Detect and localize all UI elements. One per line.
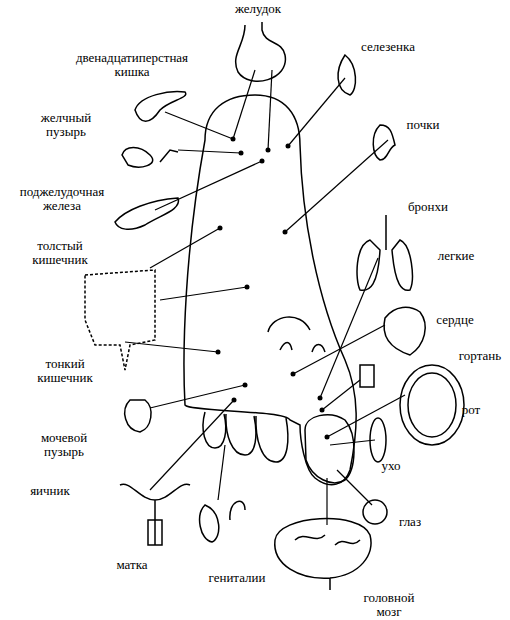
uterus-icon: [120, 484, 190, 545]
leader-line: [288, 78, 345, 146]
mouth-icon: [400, 365, 464, 445]
leader-line: [337, 470, 372, 505]
organ-label: почки: [407, 118, 440, 132]
big-toe: [305, 415, 354, 483]
leader-line: [268, 70, 272, 150]
leader-line: [320, 258, 378, 398]
pancreas-icon: [115, 198, 178, 229]
toe: [256, 416, 288, 462]
organ-label: глаз: [399, 515, 421, 529]
organ-label: рот: [462, 403, 481, 417]
organ-label: гениталии: [209, 571, 266, 585]
organ-label: мочевой пузырь: [29, 431, 99, 459]
brain-icon: [275, 519, 371, 590]
uterus-icon: [148, 520, 162, 545]
kidney-icon: [373, 125, 395, 160]
organ-label: толстый кишечник: [25, 239, 95, 267]
lungs-icon: [357, 215, 412, 290]
leader-line: [322, 380, 360, 410]
organ-label: тонкий кишечник: [30, 357, 100, 385]
leader-line: [150, 228, 220, 268]
toe: [226, 414, 256, 455]
leader-line: [165, 112, 233, 139]
duodenum-icon: [135, 92, 186, 122]
organ-label: матка: [116, 558, 147, 572]
organ-label: легкие: [438, 249, 475, 263]
leader-line: [150, 385, 245, 408]
eye-icon: [363, 500, 387, 524]
colon-icon: [85, 270, 155, 370]
organ-label: яичник: [30, 484, 70, 498]
leader-line: [285, 140, 388, 232]
larynx-icon: [360, 365, 374, 387]
toe: [312, 345, 325, 353]
stomach-icon: [236, 22, 286, 81]
organ-label: желудок: [235, 2, 281, 16]
toe: [280, 343, 292, 351]
heart-icon: [384, 307, 425, 355]
leader-line: [330, 440, 375, 445]
organ-label: двенадцатиперстная кишка: [67, 51, 197, 79]
organ-label: бронхи: [408, 200, 448, 214]
bladder-icon: [125, 400, 151, 432]
leader-line: [178, 150, 241, 153]
leader-line: [293, 325, 385, 374]
organ-label: ухо: [381, 459, 400, 473]
mouth-inner-icon: [408, 373, 456, 437]
organ-label: сердце: [436, 313, 473, 327]
gallbladder-icon: [122, 148, 178, 167]
organ-label: гортань: [459, 349, 501, 363]
leader-line: [218, 445, 225, 500]
spleen-icon: [338, 55, 355, 95]
organ-label: поджелудочная железа: [12, 185, 112, 213]
organ-label: селезенка: [361, 40, 415, 54]
leader-line: [327, 395, 405, 437]
organ-label: желчный пузырь: [31, 111, 101, 139]
organ-label: головной мозг: [354, 591, 424, 619]
leader-line: [155, 161, 262, 210]
genitals-icon: [200, 501, 245, 542]
toe: [268, 317, 310, 332]
leader-line: [160, 287, 247, 300]
ear-icon: [370, 418, 386, 462]
